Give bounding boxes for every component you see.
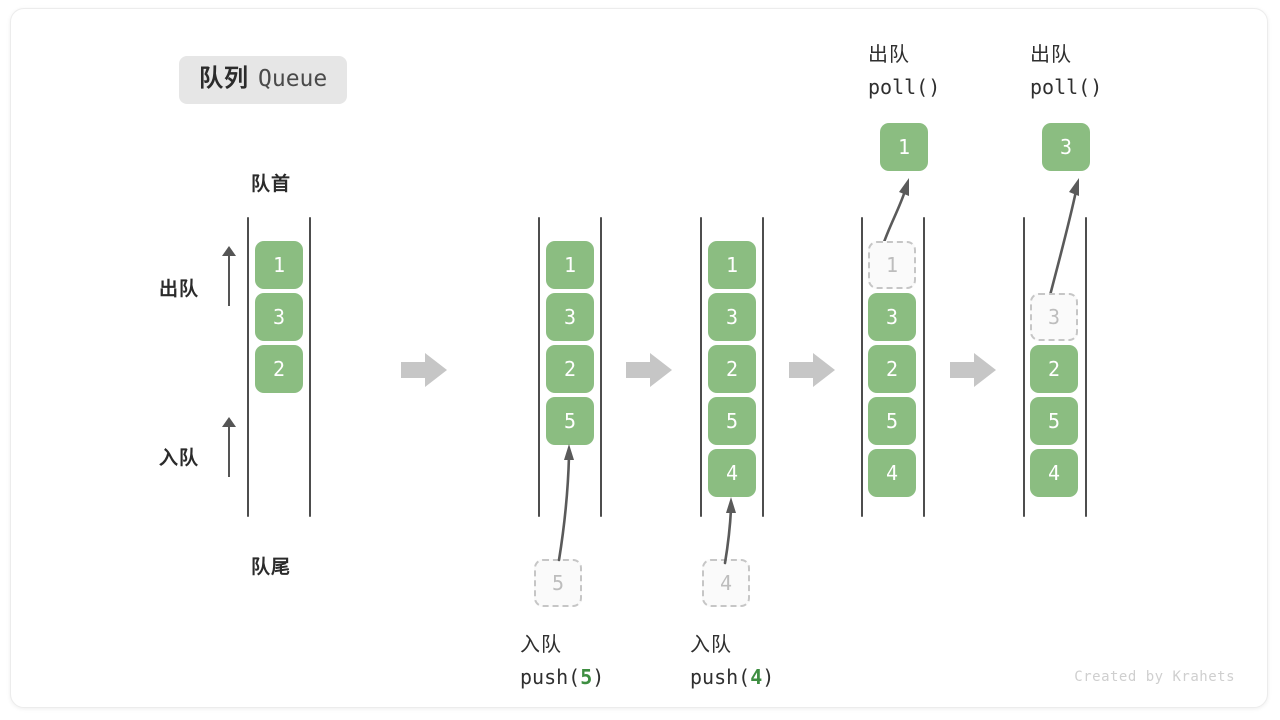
- queue-cell: 2: [868, 345, 916, 393]
- diagram-stage: 队列 Queue 队首 队尾 出队 入队 1 3 2 1 3 2 5: [11, 9, 1267, 707]
- queue-cell: 2: [1030, 345, 1078, 393]
- transition-arrow: [789, 353, 835, 387]
- queue-cell: 2: [708, 345, 756, 393]
- caption-poll-3: 出队 poll(): [1030, 39, 1102, 104]
- incoming-ghost-cell: 4: [702, 559, 750, 607]
- queue-cell: 2: [255, 345, 303, 393]
- queue-cell: 2: [546, 345, 594, 393]
- queue-tail-label: 队尾: [251, 557, 292, 578]
- queue-cell: 5: [1030, 397, 1078, 445]
- queue-cell: 1: [546, 241, 594, 289]
- queue-cell: 5: [708, 397, 756, 445]
- incoming-ghost-cell: 5: [534, 559, 582, 607]
- queue-cell: 5: [868, 397, 916, 445]
- enqueue-label: 入队: [159, 448, 200, 469]
- enqueue-curve-arrow: [723, 497, 736, 565]
- caption-push-4: 入队 push(4): [690, 629, 774, 694]
- queue-rail-push-5: [538, 217, 602, 517]
- dequeue-curve-arrow: [881, 178, 909, 247]
- queue-cell: 3: [868, 293, 916, 341]
- outgoing-cell: 3: [1042, 123, 1090, 171]
- watermark: Created by Krahets: [1074, 669, 1235, 685]
- outgoing-cell: 1: [880, 123, 928, 171]
- caption-code: poll(): [1030, 75, 1103, 100]
- caption-cn: 出队: [868, 44, 910, 66]
- caption-code: push(4): [690, 665, 775, 690]
- diagram-card: 队列 Queue 队首 队尾 出队 入队 1 3 2 1 3 2 5: [10, 8, 1268, 708]
- queue-rail-push-4: [700, 217, 764, 517]
- transition-arrow: [401, 353, 447, 387]
- enqueue-curve-arrow: [557, 444, 574, 562]
- removed-ghost-cell: 3: [1030, 293, 1078, 341]
- caption-code: poll(): [868, 75, 941, 100]
- enqueue-direction-arrow: [222, 417, 236, 477]
- caption-argument: 4: [750, 665, 763, 690]
- queue-cell: 1: [255, 241, 303, 289]
- transition-arrow: [950, 353, 996, 387]
- transition-arrow: [626, 353, 672, 387]
- queue-cell-new: 4: [708, 449, 756, 497]
- queue-cell: 3: [255, 293, 303, 341]
- caption-argument: 5: [580, 665, 593, 690]
- queue-cell-new: 5: [546, 397, 594, 445]
- removed-ghost-cell: 1: [868, 241, 916, 289]
- queue-cell: 3: [708, 293, 756, 341]
- queue-cell: 4: [1030, 449, 1078, 497]
- dequeue-direction-arrow: [222, 246, 236, 306]
- queue-cell: 3: [546, 293, 594, 341]
- title-chinese: 队列: [199, 65, 249, 92]
- queue-rail-initial-queue: [247, 217, 311, 517]
- queue-cell: 4: [868, 449, 916, 497]
- caption-cn: 入队: [690, 634, 732, 656]
- caption-push-5: 入队 push(5): [520, 629, 604, 694]
- queue-cell: 1: [708, 241, 756, 289]
- queue-rail-poll-1: [861, 217, 925, 517]
- title-badge: 队列 Queue: [179, 56, 348, 104]
- dequeue-label: 出队: [159, 279, 200, 300]
- title-english: Queue: [258, 65, 328, 92]
- caption-code: push(5): [520, 665, 605, 690]
- caption-cn: 出队: [1030, 44, 1072, 66]
- caption-cn: 入队: [520, 634, 562, 656]
- queue-rail-poll-3: [1023, 217, 1087, 517]
- queue-head-label: 队首: [251, 174, 292, 195]
- caption-poll-1: 出队 poll(): [868, 39, 940, 104]
